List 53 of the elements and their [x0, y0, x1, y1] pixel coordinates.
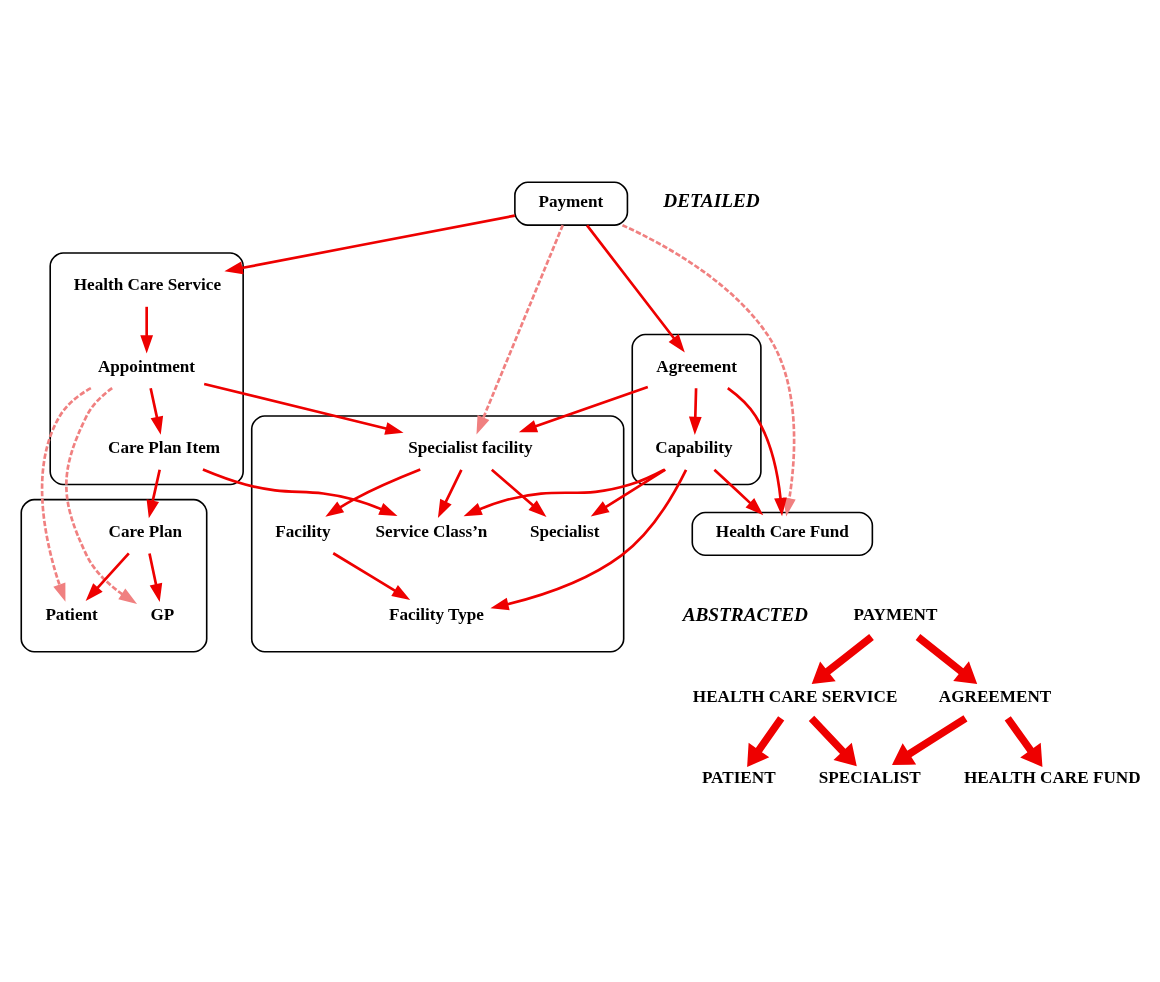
arrow — [85, 552, 130, 601]
node-box: Payment — [514, 181, 629, 226]
node-text: Agreement — [656, 356, 737, 376]
node-text: Appointment — [97, 356, 196, 376]
node-text: Capability — [655, 438, 733, 458]
node-text: Health Care Service — [73, 275, 222, 295]
node-text: Care Plan Item — [108, 438, 221, 458]
node-text: Facility Type — [388, 605, 484, 625]
arrow — [892, 715, 968, 765]
arrow — [688, 388, 702, 435]
label: ABSTRACTED — [682, 604, 809, 626]
node-text: Specialist — [529, 521, 600, 541]
arrow — [621, 224, 796, 517]
arrow — [332, 552, 411, 600]
arrow — [148, 553, 163, 602]
arrow — [727, 387, 787, 517]
node-text: Patient — [45, 605, 98, 625]
arrow — [476, 224, 564, 435]
node-text: AGREEMENT — [938, 686, 1052, 706]
arrow — [149, 388, 164, 435]
node-text: PAYMENT — [853, 605, 938, 625]
node-box: Health Care Fund — [691, 511, 874, 557]
arrow — [713, 468, 764, 516]
arrow — [202, 468, 398, 517]
node-text: Facility — [275, 521, 331, 541]
node-text: GP — [150, 605, 175, 625]
label: DETAILED — [663, 190, 760, 212]
arrow — [490, 469, 688, 611]
node-text: SPECIALIST — [818, 768, 921, 788]
arrow — [463, 468, 665, 517]
arrow — [808, 715, 857, 767]
node-text: Care Plan — [108, 521, 183, 541]
node-text: HEALTH CARE FUND — [964, 768, 1141, 788]
arrow — [40, 387, 92, 602]
arrow — [325, 468, 421, 517]
arrow — [146, 469, 161, 519]
arrow — [585, 224, 685, 353]
arrow — [224, 214, 516, 275]
arrow — [590, 468, 667, 517]
arrow — [490, 468, 547, 518]
arrow — [518, 385, 649, 433]
node-text: HEALTH CARE SERVICE — [692, 686, 898, 706]
node-text: Specialist facility — [408, 438, 533, 458]
arrow — [1004, 716, 1043, 767]
arrow — [811, 634, 874, 685]
node-text: Service Class’n — [375, 521, 488, 541]
arrow — [65, 387, 138, 604]
arrow — [140, 306, 154, 354]
arrow — [437, 469, 463, 519]
node-text: PATIENT — [701, 768, 776, 788]
arrow — [203, 382, 404, 435]
arrow — [747, 716, 785, 767]
arrow — [915, 634, 978, 685]
